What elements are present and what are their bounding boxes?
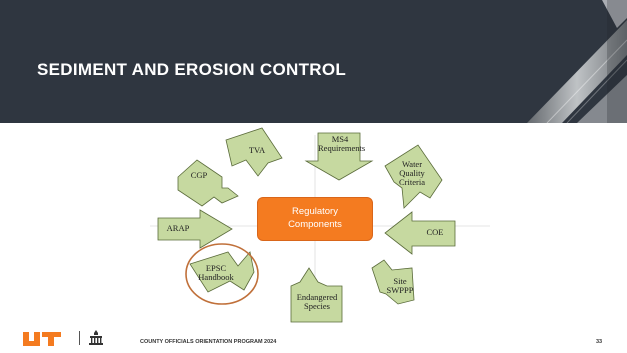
epsc-label: EPSC Handbook (196, 264, 236, 282)
center-box-line1: Regulatory (292, 206, 338, 218)
arap-label-text: ARAP (166, 223, 190, 233)
endangered-line2: Species (304, 300, 330, 311)
water-quality-line1: Water (401, 159, 423, 169)
cgp-arrow (177, 159, 239, 207)
regulatory-diagram (150, 127, 490, 323)
ut-logo (23, 332, 61, 346)
water-quality-arrow (384, 144, 443, 209)
center-box-line2: Components (288, 219, 342, 230)
coe-arrow (384, 211, 456, 255)
epsc-label-line2: Handbook (198, 271, 234, 282)
logo-separator (79, 331, 80, 345)
cgp-label-text: CGP (190, 170, 208, 180)
water-quality-label: Water Quality Criteria (392, 160, 432, 187)
ms4-arrow (304, 132, 374, 181)
ms4-label: MS4 Requirements (318, 134, 366, 153)
column-decoration-image (527, 0, 627, 123)
arap-label: ARAP (163, 224, 193, 233)
water-quality-line2: Quality (399, 167, 425, 178)
water-quality-line3: Criteria (399, 176, 425, 187)
slide-header: SEDIMENT AND EROSION CONTROL (0, 0, 627, 123)
epsc-label-line1: EPSC (205, 263, 227, 273)
ctas-logo (89, 330, 103, 345)
page-number: 33 (596, 339, 603, 345)
endangered-line1: Endangered (296, 292, 338, 302)
highlight-circle (185, 243, 259, 305)
endangered-label: Endangered Species (290, 293, 344, 311)
site-swppp-line1: Site (393, 276, 407, 286)
coe-label: COE (420, 228, 450, 237)
tva-label-text: TVA (248, 145, 266, 155)
slide-title: SEDIMENT AND EROSION CONTROL (37, 60, 347, 79)
footer-text: COUNTY OFFICIALS ORIENTATION PROGRAM 202… (140, 339, 277, 345)
endangered-arrow (290, 267, 343, 323)
arap-arrow (157, 209, 233, 249)
tva-arrow (225, 127, 283, 177)
ms4-label-line2: Requirements (318, 142, 366, 153)
cgp-label: CGP (185, 171, 213, 180)
ms4-label-line1: MS4 (331, 134, 349, 144)
site-swppp-arrow (371, 259, 415, 305)
epsc-arrow (189, 251, 255, 293)
regulatory-components-box: Regulatory Components (257, 197, 373, 241)
site-swppp-line2: SWPPP (386, 284, 414, 295)
site-swppp-label: Site SWPPP (383, 277, 417, 295)
tva-label: TVA (242, 146, 272, 155)
coe-label-text: COE (426, 227, 444, 237)
